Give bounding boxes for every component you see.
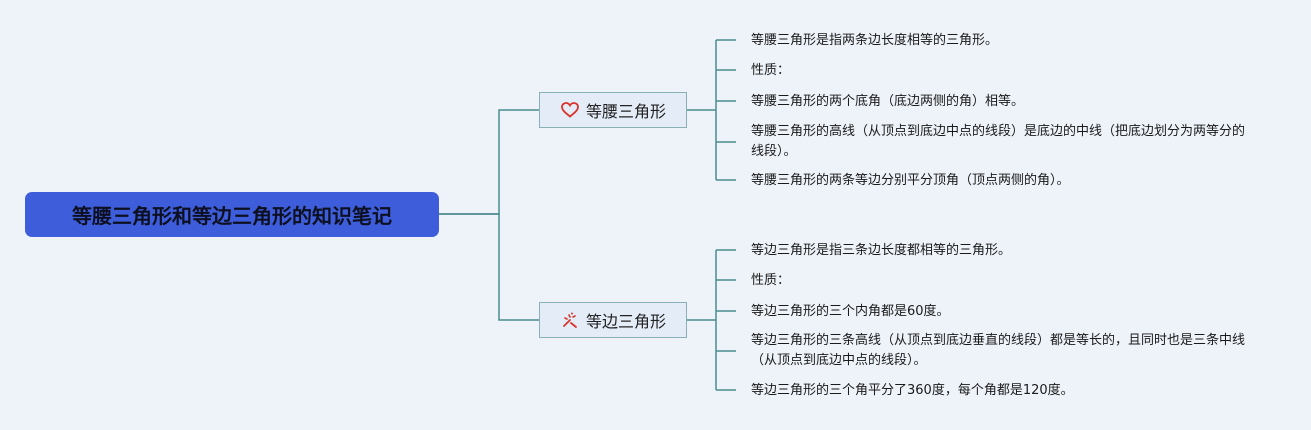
connector-branch-1-trunk bbox=[687, 40, 717, 180]
leaf-topic[interactable]: 等边三角形的三个角平分了360度，每个角都是120度。 bbox=[751, 383, 1074, 398]
leaf-topic[interactable]: 等边三角形的三条高线（从顶点到底边垂直的线段）都是等长的，且同时也是三条中线（从… bbox=[751, 333, 1246, 368]
leaf-topic[interactable]: 等腰三角形是指两条边长度相等的三角形。 bbox=[751, 33, 999, 48]
fireworks-icon bbox=[560, 310, 580, 330]
connector-root-to-branch-2 bbox=[439, 213, 539, 321]
leaf-topic[interactable]: 等腰三角形的两个底角（底边两侧的角）相等。 bbox=[751, 94, 1025, 109]
leaf-topic[interactable]: 性质： bbox=[751, 63, 791, 78]
branch-topic-equilateral[interactable]: 等边三角形 bbox=[539, 302, 687, 338]
branch-topic-label: 等腰三角形 bbox=[585, 102, 666, 121]
branch-topic-isosceles[interactable]: 等腰三角形 bbox=[539, 92, 687, 128]
branch-topic-label: 等边三角形 bbox=[585, 312, 666, 331]
leaf-topic[interactable]: 等腰三角形的高线（从顶点到底边中点的线段）是底边的中线（把底边划分为两等分的线段… bbox=[751, 124, 1246, 159]
leaf-topic[interactable]: 等腰三角形的两条等边分别平分顶角（顶点两侧的角）。 bbox=[751, 173, 1070, 188]
leaf-topic[interactable]: 性质： bbox=[751, 273, 791, 288]
connector-root-to-branch-1 bbox=[439, 109, 539, 215]
root-topic[interactable]: 等腰三角形和等边三角形的知识笔记 bbox=[25, 192, 439, 237]
root-topic-label: 等腰三角形和等边三角形的知识笔记 bbox=[72, 204, 392, 228]
leaf-topic[interactable]: 等边三角形是指三条边长度都相等的三角形。 bbox=[751, 243, 1012, 258]
heart-icon bbox=[560, 100, 580, 120]
connector-branch-2-trunk bbox=[687, 250, 717, 390]
leaf-topic[interactable]: 等边三角形的三个内角都是60度。 bbox=[751, 304, 950, 319]
